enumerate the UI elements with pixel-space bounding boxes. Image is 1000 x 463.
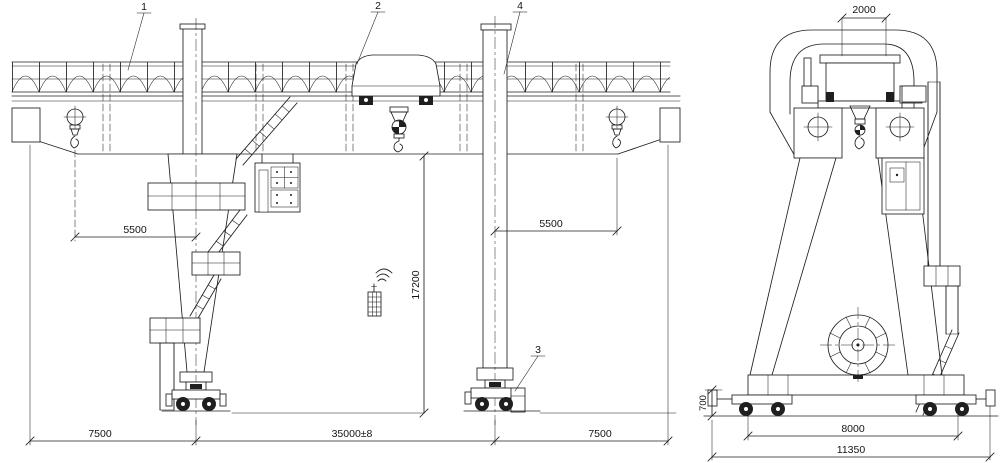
side-cabinet: [881, 157, 925, 215]
sill-beam: [747, 374, 965, 396]
buffer: [985, 389, 996, 407]
side-view: 2000 700 8000 11350: [698, 4, 999, 462]
label-leg: 4: [517, 0, 523, 12]
dim-rail-to-girder-height: 17200: [410, 270, 422, 299]
label-girder: 1: [141, 1, 147, 13]
dim-left-hook-approach: 5500: [123, 224, 147, 236]
girder-splice-lines: [102, 63, 584, 153]
dim-left-cantilever: 7500: [88, 428, 112, 440]
trolley-mast: [803, 57, 812, 87]
right-end-carriage: [659, 107, 681, 143]
left-travel-bogie: [161, 381, 231, 412]
trolley: [351, 54, 441, 153]
dim-right-hook-approach: 5500: [539, 218, 563, 230]
dim-overall-width: 11350: [837, 444, 866, 456]
dim-buffer-height: 700: [698, 395, 709, 411]
side-right-bogie: [915, 389, 996, 416]
right-travel-bogie: [463, 379, 541, 413]
front-view: 1 2 4 3 5500 5500 17200: [11, 0, 681, 446]
electrical-cab: [254, 153, 301, 213]
dim-wheel-base: 8000: [841, 423, 865, 435]
hoist-hook: [389, 106, 409, 153]
cab-door: [258, 169, 269, 213]
right-limit-hook-icon: [605, 105, 629, 149]
dim-right-cantilever: 7500: [588, 428, 612, 440]
left-end-carriage: [11, 107, 41, 143]
portal-frame: [769, 29, 938, 159]
label-travel-bogie: 3: [535, 344, 541, 356]
bridge-girder: [11, 61, 681, 155]
side-hoist-hook: [849, 105, 871, 150]
upper-platform: [147, 182, 246, 211]
remote-control-icon: [367, 268, 393, 317]
cable-reel: [820, 307, 896, 383]
girder-sections: [793, 107, 925, 159]
hook-icon: [393, 137, 403, 153]
hook-icon: [854, 135, 865, 150]
side-view-dimensions: 2000 700 8000 11350: [698, 4, 995, 462]
access-stairs: [147, 96, 298, 411]
dim-trolley-gauge: 2000: [852, 4, 876, 16]
bogie-drive-box: [510, 387, 526, 413]
mid-platform: [191, 251, 241, 276]
lower-platform: [149, 317, 201, 344]
side-left-bogie: [707, 389, 793, 416]
part-labels: 1 2 4 3: [127, 0, 546, 392]
front-view-dimensions: 5500 5500 17200 7500 35000±8 7500: [25, 144, 673, 446]
left-limit-hook-icon: [63, 105, 87, 149]
dim-span: 35000±8: [332, 428, 373, 440]
label-trolley: 2: [375, 0, 381, 12]
right-leg: [476, 16, 514, 425]
